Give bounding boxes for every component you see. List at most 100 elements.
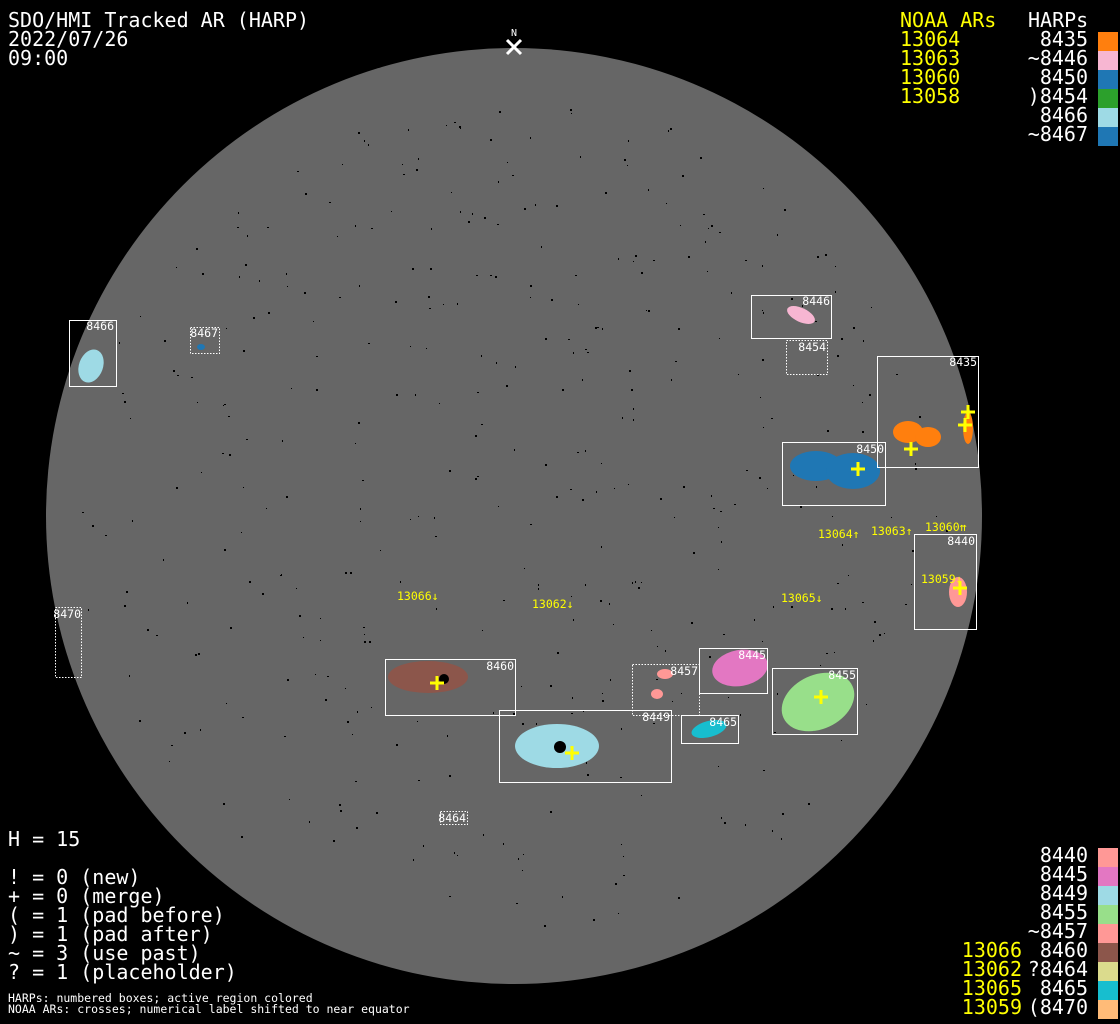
harp-box-8460[interactable]: 8460: [385, 659, 516, 716]
magnetic-speck: [282, 440, 283, 442]
harp-box-8455[interactable]: 8455: [772, 668, 858, 735]
magnetic-speck: [653, 260, 655, 261]
magnetic-speck: [503, 843, 504, 845]
magnetic-speck: [229, 454, 231, 456]
magnetic-speck: [585, 349, 587, 350]
harp-box-8450[interactable]: 8450: [782, 442, 886, 506]
magnetic-speck: [862, 402, 863, 403]
magnetic-speck: [774, 732, 776, 733]
magnetic-speck: [571, 713, 573, 714]
magnetic-speck: [490, 139, 492, 141]
magnetic-speck: [596, 491, 597, 493]
magnetic-speck: [249, 581, 251, 583]
noaa-label-13064: 13064↑: [818, 527, 860, 541]
magnetic-speck: [693, 552, 695, 554]
magnetic-speck: [449, 896, 451, 897]
magnetic-speck: [674, 517, 675, 518]
magnetic-speck: [493, 712, 494, 714]
legend-noaa-number: 13064: [900, 27, 961, 51]
magnetic-speck: [632, 582, 633, 584]
legend-color-swatch: [1098, 89, 1118, 108]
harp-box-8457[interactable]: 8457: [632, 664, 700, 716]
magnetic-speck: [551, 299, 553, 301]
noaa-cross-icon: [904, 442, 918, 456]
harp-header: HARPs: [1028, 8, 1089, 32]
magnetic-speck: [345, 572, 347, 574]
legend-harp-number: )8454: [1027, 84, 1088, 108]
legend-color-swatch: [1098, 943, 1118, 962]
magnetic-speck: [680, 225, 681, 226]
noaa-header: NOAA ARs: [900, 8, 997, 32]
magnetic-speck: [481, 355, 482, 357]
harp-label: 8460: [486, 659, 514, 673]
magnetic-speck: [719, 232, 721, 233]
magnetic-speck: [873, 640, 874, 642]
magnetic-speck: [410, 519, 411, 520]
harp-box-8446[interactable]: 8446: [751, 294, 832, 339]
magnetic-speck: [820, 665, 821, 666]
magnetic-speck: [745, 824, 746, 826]
magnetic-speck: [360, 521, 361, 522]
magnetic-speck: [869, 394, 871, 396]
magnetic-speck: [621, 844, 622, 845]
legend-color-swatch: [1098, 108, 1118, 127]
magnetic-speck: [514, 449, 515, 451]
region-8466: [78, 349, 104, 383]
magnetic-speck: [580, 156, 581, 158]
magnetic-speck: [610, 679, 611, 681]
legend-harp-number: ?8464: [1027, 957, 1088, 981]
magnetic-speck: [92, 525, 94, 527]
magnetic-speck: [568, 339, 570, 340]
magnetic-speck: [359, 285, 360, 287]
magnetic-speck: [711, 225, 713, 227]
region-8457-b: [651, 689, 663, 699]
harp-box-8440[interactable]: 8440: [914, 534, 977, 630]
magnetic-speck: [862, 602, 864, 603]
magnetic-speck: [364, 140, 365, 142]
map-date: 2022/07/26: [8, 27, 129, 51]
harp-box-8435[interactable]: 8435: [877, 355, 979, 468]
magnetic-speck: [587, 774, 589, 776]
magnetic-speck: [325, 699, 327, 701]
magnetic-speck: [457, 855, 458, 856]
harp-box-8454[interactable]: 8454: [786, 340, 828, 375]
harp-box-8465[interactable]: 8465: [681, 715, 739, 744]
magnetic-speck: [200, 729, 201, 731]
magnetic-speck: [339, 804, 341, 806]
magnetic-speck: [126, 591, 128, 593]
magnetic-speck: [905, 604, 907, 605]
magnetic-speck: [457, 303, 458, 305]
magnetic-speck: [241, 836, 243, 838]
harp-box-8466[interactable]: 8466: [69, 319, 117, 387]
magnetic-speck: [223, 803, 225, 805]
harp-box-8467[interactable]: 8467: [190, 326, 220, 354]
magnetic-speck: [238, 212, 239, 214]
magnetic-speck: [355, 443, 356, 444]
magnetic-speck: [703, 214, 705, 215]
magnetic-speck: [267, 227, 269, 228]
magnetic-speck: [173, 370, 175, 372]
legend-harp-number: (8470: [1027, 995, 1088, 1019]
magnetic-speck: [651, 630, 652, 631]
magnetic-speck: [682, 175, 684, 177]
magnetic-speck: [187, 602, 188, 604]
magnetic-speck: [618, 258, 619, 260]
harp-box-8445[interactable]: 8445: [699, 648, 768, 694]
magnetic-speck: [666, 203, 667, 204]
magnetic-speck: [449, 470, 451, 472]
magnetic-speck: [395, 301, 397, 303]
magnetic-speck: [670, 128, 672, 130]
harp-box-8470[interactable]: 8470: [53, 607, 82, 678]
magnetic-speck: [171, 745, 173, 746]
harp-box-8449[interactable]: 8449: [499, 710, 672, 783]
magnetic-speck: [496, 362, 497, 364]
legend-harp-number: 8435: [1039, 27, 1088, 51]
magnetic-speck: [418, 516, 419, 517]
magnetic-speck: [915, 468, 917, 470]
magnetic-speck: [524, 208, 526, 210]
magnetic-speck: [247, 235, 248, 237]
magnetic-speck: [622, 417, 623, 419]
harp-box-8464[interactable]: 8464: [438, 811, 468, 825]
magnetic-speck: [362, 480, 364, 481]
magnetic-speck: [936, 516, 937, 517]
